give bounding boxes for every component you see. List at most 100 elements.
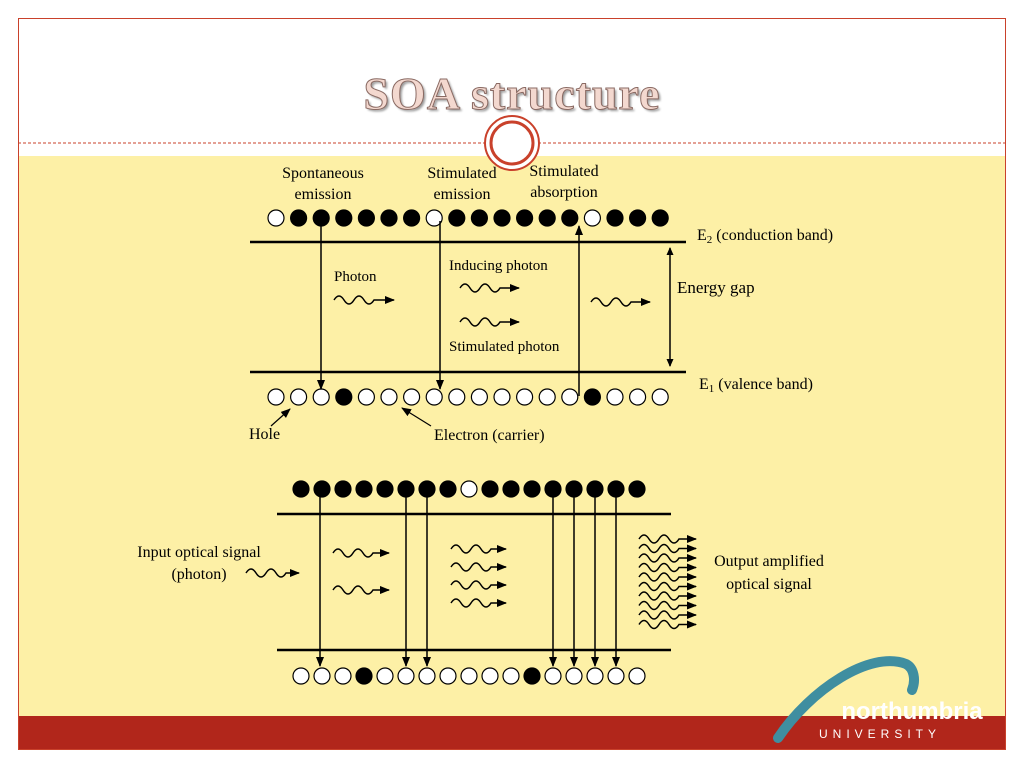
label-conduction-band: E2 (conduction band) — [697, 227, 833, 246]
bottom-lower-hole — [481, 667, 499, 685]
bottom-upper-electron — [292, 480, 310, 498]
amplified-photon-wave — [638, 543, 697, 554]
top-lower-hole — [425, 388, 443, 406]
label-inducing-photon: Inducing photon — [449, 258, 548, 274]
bottom-lower-hole — [439, 667, 457, 685]
top-lower-hole — [312, 388, 330, 406]
bottom-lower-hole — [544, 667, 562, 685]
label-spontaneous-1: Spontaneous — [282, 165, 364, 182]
label-output-signal-1: Output amplified — [714, 553, 824, 570]
top-lower-hole — [448, 388, 466, 406]
bottom-lower-hole — [460, 667, 478, 685]
electron-pointer-arrow — [401, 407, 432, 427]
bottom-upper-electron — [481, 480, 499, 498]
top-lower-electron-row — [267, 388, 669, 406]
top-upper-electron — [448, 209, 466, 227]
slide-title: SOA structure — [363, 68, 661, 120]
top-upper-electron — [561, 209, 579, 227]
amplified-photon-wave — [638, 562, 697, 573]
label-input-signal-1: Input optical signal — [137, 544, 261, 561]
footer-band — [19, 716, 1005, 749]
content-background — [19, 156, 1005, 716]
stimulated-photon-wave — [459, 317, 520, 327]
bottom-lower-hole — [586, 667, 604, 685]
bottom-upper-electron — [502, 480, 520, 498]
top-upper-electron — [357, 209, 375, 227]
top-upper-hole — [583, 209, 602, 227]
label-spontaneous-2: emission — [295, 186, 352, 203]
absorbed-photon-wave — [590, 297, 651, 307]
northumbria-logo: northumbria UNIVERSITY — [773, 656, 983, 743]
top-lower-hole — [651, 388, 669, 406]
bottom-lower-hole — [418, 667, 436, 685]
top-lower-electron — [335, 388, 353, 406]
top-lower-hole — [267, 388, 285, 406]
top-upper-electron — [515, 209, 534, 227]
label-output-signal-2: optical signal — [726, 576, 812, 593]
bottom-lower-hole — [292, 667, 310, 685]
top-upper-hole — [267, 209, 285, 227]
logo-word: northumbria — [841, 698, 983, 725]
amplified-photon-wave — [332, 548, 390, 558]
amplified-photon-wave — [638, 600, 697, 611]
logo-swoosh — [773, 656, 919, 743]
label-photon: Photon — [334, 269, 377, 285]
bottom-upper-electron — [523, 480, 541, 498]
bottom-upper-electron — [334, 480, 352, 498]
top-lower-hole — [538, 388, 556, 406]
top-lower-hole — [403, 388, 421, 406]
amplified-photon-wave — [638, 572, 697, 582]
bottom-lower-hole — [376, 667, 394, 685]
bottom-lower-electron — [523, 667, 541, 685]
bottom-lower-hole — [607, 667, 625, 685]
amplified-photon-wave — [638, 619, 697, 630]
top-lower-hole — [561, 388, 579, 406]
bottom-lower-hole — [628, 667, 646, 685]
label-energy-gap: Energy gap — [677, 278, 755, 297]
spontaneous-photon-wave — [333, 295, 395, 305]
inducing-photon-wave — [459, 283, 520, 293]
input-photon-wave — [245, 568, 300, 578]
top-lower-electron — [583, 388, 602, 406]
top-upper-electron — [335, 209, 353, 227]
amplified-photon-wave — [638, 591, 697, 601]
label-valence-band: E1 (valence band) — [699, 376, 813, 395]
hole-pointer-arrow — [270, 408, 291, 427]
bottom-upper-electron — [355, 480, 373, 498]
bottom-lower-hole — [313, 667, 331, 685]
label-hole: Hole — [249, 426, 280, 443]
label-stimulated-absorption-1: Stimulated — [529, 163, 598, 180]
bottom-lower-hole — [397, 667, 415, 685]
top-lower-hole — [357, 388, 375, 406]
top-lower-hole — [380, 388, 398, 406]
bottom-lower-electron — [355, 667, 373, 685]
ornament-ring-inner — [489, 120, 535, 166]
top-upper-electron — [628, 209, 647, 227]
top-lower-hole — [515, 388, 534, 406]
top-upper-electron — [403, 209, 421, 227]
bottom-lower-hole — [565, 667, 583, 685]
label-stimulated-emission-1: Stimulated — [427, 165, 496, 182]
label-input-signal-2: (photon) — [171, 566, 226, 583]
bottom-photon-waves — [332, 534, 697, 630]
top-upper-electron — [470, 209, 488, 227]
label-stimulated-emission-2: emission — [434, 186, 491, 203]
top-upper-electron — [290, 209, 308, 227]
top-upper-electron — [538, 209, 556, 227]
top-upper-electron — [651, 209, 669, 227]
top-upper-electron — [380, 209, 398, 227]
top-lower-hole — [493, 388, 511, 406]
label-stimulated-absorption-2: absorption — [530, 184, 598, 201]
top-lower-hole — [628, 388, 647, 406]
top-upper-hole — [425, 209, 443, 227]
amplified-photon-wave — [450, 598, 507, 608]
amplified-photon-wave — [332, 585, 390, 595]
label-electron: Electron (carrier) — [434, 427, 545, 444]
bottom-lower-hole — [334, 667, 352, 685]
label-stimulated-photon: Stimulated photon — [449, 339, 560, 355]
top-upper-electron — [606, 209, 624, 227]
top-upper-electron-row — [267, 209, 669, 227]
bottom-upper-electron — [376, 480, 394, 498]
